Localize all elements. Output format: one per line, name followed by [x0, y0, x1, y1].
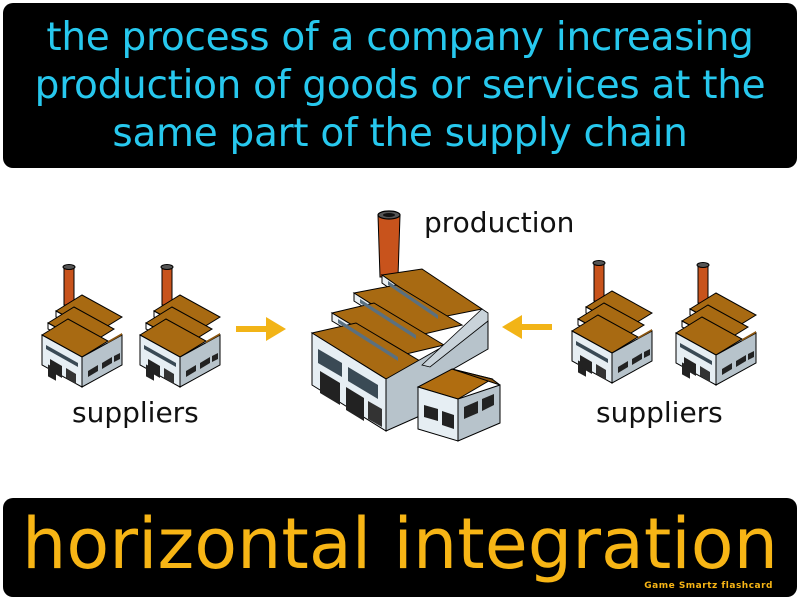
- definition-box: the process of a company increasing prod…: [3, 3, 797, 168]
- brand-text: Game Smartz flashcard: [644, 581, 773, 591]
- supplier-factory-right-1-icon: [571, 260, 653, 384]
- definition-text: the process of a company increasing prod…: [34, 14, 766, 156]
- supplier-factory-left-2-icon: [139, 264, 221, 388]
- supplier-factory-left-1-icon: [41, 264, 123, 388]
- supplier-factory-right-2-icon: [675, 262, 757, 386]
- term-text: horizontal integration: [22, 503, 778, 585]
- production-label: production: [424, 206, 575, 239]
- suppliers-left-label: suppliers: [72, 396, 199, 429]
- illustration: production suppliers suppliers: [0, 175, 800, 475]
- term-box: horizontal integration Game Smartz flash…: [3, 498, 797, 597]
- factory-illustration: [41, 210, 757, 442]
- arrow-left-icon: [502, 315, 552, 339]
- suppliers-right-label: suppliers: [596, 396, 723, 429]
- production-factory-icon: [310, 210, 501, 442]
- arrow-right-icon: [236, 317, 286, 341]
